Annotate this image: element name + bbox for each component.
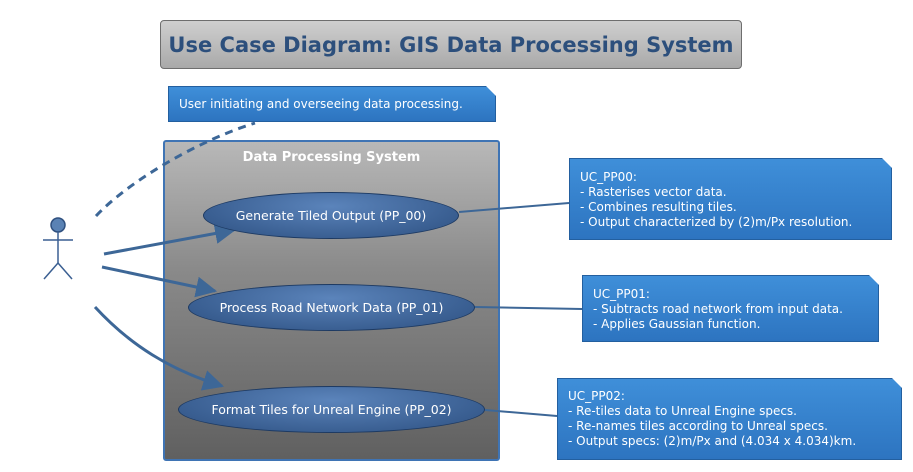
actor-to-uc2-arrow bbox=[93, 305, 225, 391]
note-uc-pp00: UC_PP00: - Rasterises vector data. - Com… bbox=[569, 158, 892, 240]
note-line: - Re-tiles data to Unreal Engine specs. bbox=[568, 404, 797, 418]
note-line: - Output characterized by (2)m/Px resolu… bbox=[580, 215, 853, 229]
actor-note-connector bbox=[94, 121, 256, 218]
actor-figure bbox=[43, 217, 73, 280]
note-line: UC_PP01: bbox=[593, 287, 650, 301]
uc0-note-connector bbox=[458, 202, 570, 213]
note-line: - Re-names tiles according to Unreal spe… bbox=[568, 419, 828, 433]
uc2-note-connector bbox=[484, 409, 558, 417]
uc1-note-connector bbox=[474, 306, 583, 310]
note-line: UC_PP02: bbox=[568, 389, 625, 403]
note-line: - Rasterises vector data. bbox=[580, 185, 727, 199]
note-line: UC_PP00: bbox=[580, 170, 637, 184]
actor-to-uc1-arrow bbox=[101, 265, 218, 298]
actor-left-leg bbox=[43, 262, 59, 280]
note-uc-pp02: UC_PP02: - Re-tiles data to Unreal Engin… bbox=[557, 378, 902, 460]
usecase-label: Generate Tiled Output (PP_00) bbox=[235, 208, 427, 223]
note-line: - Combines resulting tiles. bbox=[580, 200, 737, 214]
actor-to-uc0-arrow bbox=[103, 223, 237, 256]
usecase-generate-tiled-output[interactable]: Generate Tiled Output (PP_00) bbox=[203, 192, 459, 239]
system-label: Data Processing System bbox=[242, 150, 421, 165]
actor-note: User initiating and overseeing data proc… bbox=[168, 86, 496, 122]
usecase-label: Process Road Network Data (PP_01) bbox=[219, 300, 444, 315]
note-line: - Applies Gaussian function. bbox=[593, 317, 761, 331]
note-uc-pp01: UC_PP01: - Subtracts road network from i… bbox=[582, 275, 879, 342]
note-line: - Subtracts road network from input data… bbox=[593, 302, 843, 316]
actor-note-text: User initiating and overseeing data proc… bbox=[179, 97, 463, 111]
usecase-process-road-network[interactable]: Process Road Network Data (PP_01) bbox=[188, 284, 475, 331]
actor-head bbox=[50, 217, 66, 233]
actor-right-leg bbox=[57, 262, 73, 280]
usecase-format-tiles-unreal[interactable]: Format Tiles for Unreal Engine (PP_02) bbox=[178, 386, 485, 433]
note-line: - Output specs: (2)m/Px and (4.034 x 4.0… bbox=[568, 434, 857, 448]
diagram-title: Use Case Diagram: GIS Data Processing Sy… bbox=[168, 32, 734, 57]
diagram-title-box: Use Case Diagram: GIS Data Processing Sy… bbox=[160, 20, 742, 69]
usecase-label: Format Tiles for Unreal Engine (PP_02) bbox=[211, 402, 452, 417]
